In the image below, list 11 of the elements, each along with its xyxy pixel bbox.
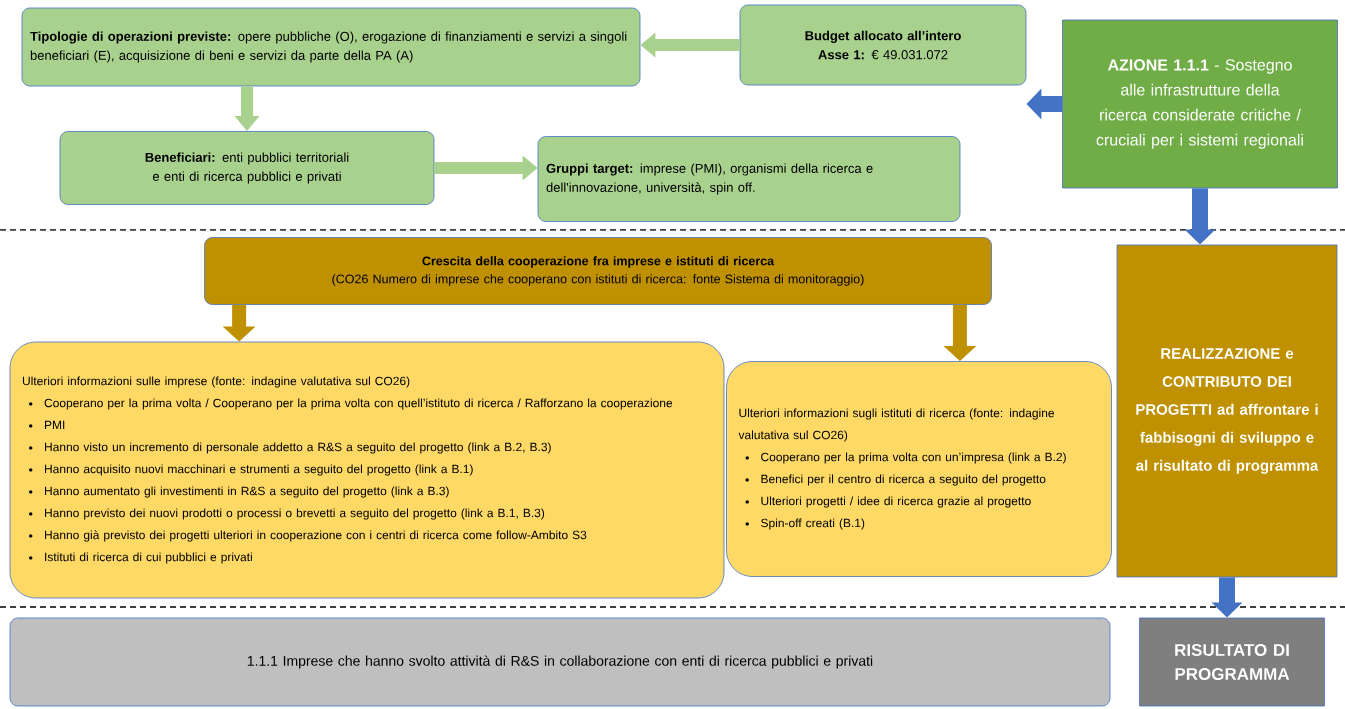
action-box: AZIONE 1.1.1 - Sostegno alle infrastrutture della ricerca considerate critiche / cruciali per i sistemi regionali <box>1062 19 1338 189</box>
info-box: Budget allocato all’intero Asse 1: € 49.031.072 <box>739 4 1027 86</box>
info-box: Ulteriori informazioni sulle imprese (fonte: indagine valutativa sul CO26) Cooperano per la prima volta / Cooperano per la prima volta con quell’istituto di ricerca / Rafforzano la cooperazione PMI Hanno visto un incremento di personale addetto a R&S a seguito del progetto (link a B.2, B.3) Hanno acquisito nuovi macchinari e strumenti a seguito del progetto (link a B.1) Hanno aumentato gli investimenti in R&S a seguito del progetto (link a B.3) Hanno previsto dei nuovi prodotti o processi o brevetti a seguito del progetto (link a B.1, B.3) Hanno già previsto dei progetti ulteriori in cooperazione con i centri di ricerca come follow-Ambito S3 Istituti di ricerca di cui pubblici e privati <box>9 341 725 599</box>
info-box: Gruppi target: imprese (PMI), organismi della ricerca e dell'innovazione, università, spin off. <box>537 136 961 222</box>
info-box: Ulteriori informazioni sugli istituti di ricerca (fonte: indagine valutativa sul CO26) Cooperano per la prima volta con un’impresa (link a B.2) Benefici per il centro di ricerca a seguito del progetto Ulteriori progetti / idee di ricerca grazie al progetto Spin-off creati (B.1) <box>726 361 1112 577</box>
info-box: Tipologie di operazioni previste: opere pubbliche (O), erogazione di finanziamenti e servizi a singoli beneficiari (E), acquisizione di beni e servizi da parte della PA (A) <box>21 7 641 87</box>
indicator-banner: Crescita della cooperazione fra imprese e istituti di ricerca (CO26 Numero di imprese che cooperano con istituti di ricerca: fonte Sistema di monitoraggio) <box>204 237 992 305</box>
summary-box: REALIZZAZIONE e CONTRIBUTO DEI PROGETTI ad affrontare i fabbisogni di sviluppo e al risultato di programma <box>1116 244 1338 578</box>
result-box: 1.1.1 Imprese che hanno svolto attività di R&S in collaborazione con enti di ricerca pubblici e privati <box>9 617 1111 707</box>
result-box: RISULTATO DI PROGRAMMA <box>1139 617 1325 707</box>
info-box: Beneficiari: enti pubblici territoriali e enti di ricerca pubblici e privati <box>59 131 435 205</box>
